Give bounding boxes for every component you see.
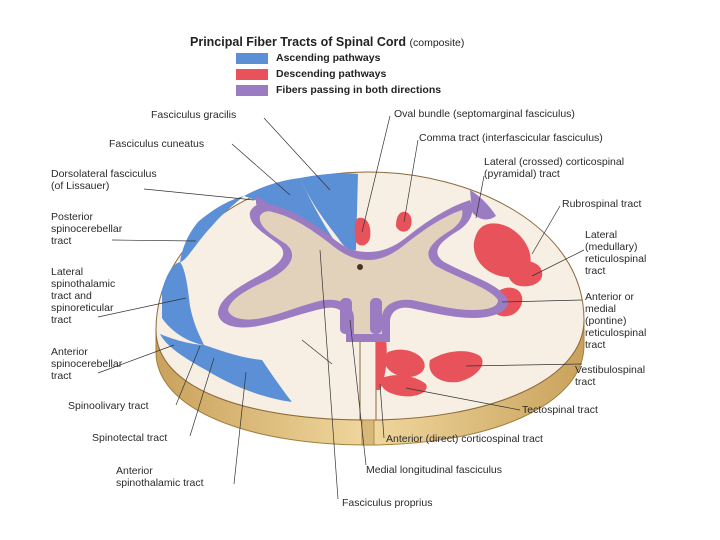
label-lateral-reticulospinal-1: Lateral (585, 229, 617, 241)
label-lateral-spinothalamic-5: tract (51, 314, 71, 326)
anterior-fissure-side (362, 420, 374, 445)
label-lateral-corticospinal-1: Lateral (crossed) corticospinal (484, 156, 624, 168)
label-lateral-spinothalamic-3: tract and (51, 290, 92, 302)
label-dorsolateral-fasciculus-2: (of Lissauer) (51, 180, 109, 192)
label-lateral-reticulospinal-4: tract (585, 265, 605, 277)
label-anterior-spinocerebellar-2: spinocerebellar (51, 358, 122, 370)
label-lateral-corticospinal-2: (pyramidal) tract (484, 168, 560, 180)
label-fasciculus-cuneatus: Fasciculus cuneatus (109, 138, 204, 150)
label-anterior-spinothalamic-2: spinothalamic tract (116, 477, 204, 489)
label-anterior-reticulospinal-1: Anterior or (585, 291, 634, 303)
label-fasciculus-gracilis: Fasciculus gracilis (151, 109, 236, 121)
label-spinoolivary-tract: Spinoolivary tract (68, 400, 149, 412)
label-vestibulospinal-2: tract (575, 376, 595, 388)
label-tectospinal-tract: Tectospinal tract (522, 404, 598, 416)
label-lateral-spinothalamic-2: spinothalamic (51, 278, 115, 290)
central-canal (357, 264, 363, 270)
label-lateral-reticulospinal-3: reticulospinal (585, 253, 646, 265)
label-medial-longitudinal-fasciculus: Medial longitudinal fasciculus (366, 464, 502, 476)
label-spinotectal-tract: Spinotectal tract (92, 432, 167, 444)
mlf-right-area (370, 298, 382, 334)
label-anterior-reticulospinal-4: reticulospinal (585, 327, 646, 339)
label-anterior-spinocerebellar-3: tract (51, 370, 71, 382)
label-anterior-reticulospinal-2: medial (585, 303, 616, 315)
label-comma-tract: Comma tract (interfascicular fasciculus) (419, 132, 603, 144)
label-fasciculus-proprius: Fasciculus proprius (342, 497, 432, 509)
label-posterior-spinocerebellar-2: spinocerebellar (51, 223, 122, 235)
label-lateral-reticulospinal-2: (medullary) (585, 241, 638, 253)
label-anterior-reticulospinal-3: (pontine) (585, 315, 626, 327)
label-oval-bundle: Oval bundle (septomarginal fasciculus) (394, 108, 575, 120)
label-lateral-spinothalamic-1: Lateral (51, 266, 83, 278)
label-rubrospinal-tract: Rubrospinal tract (562, 198, 641, 210)
mlf-left-area (340, 298, 352, 334)
label-lateral-spinothalamic-4: spinoreticular (51, 302, 113, 314)
label-anterior-spinocerebellar-1: Anterior (51, 346, 88, 358)
label-dorsolateral-fasciculus: Dorsolateral fasciculus (51, 168, 157, 180)
label-posterior-spinocerebellar-3: tract (51, 235, 71, 247)
label-posterior-spinocerebellar-1: Posterior (51, 211, 93, 223)
label-anterior-spinothalamic-1: Anterior (116, 465, 153, 477)
label-vestibulospinal-1: Vestibulospinal (575, 364, 645, 376)
label-anterior-reticulospinal-5: tract (585, 339, 605, 351)
label-anterior-corticospinal-tract: Anterior (direct) corticospinal tract (386, 433, 543, 445)
